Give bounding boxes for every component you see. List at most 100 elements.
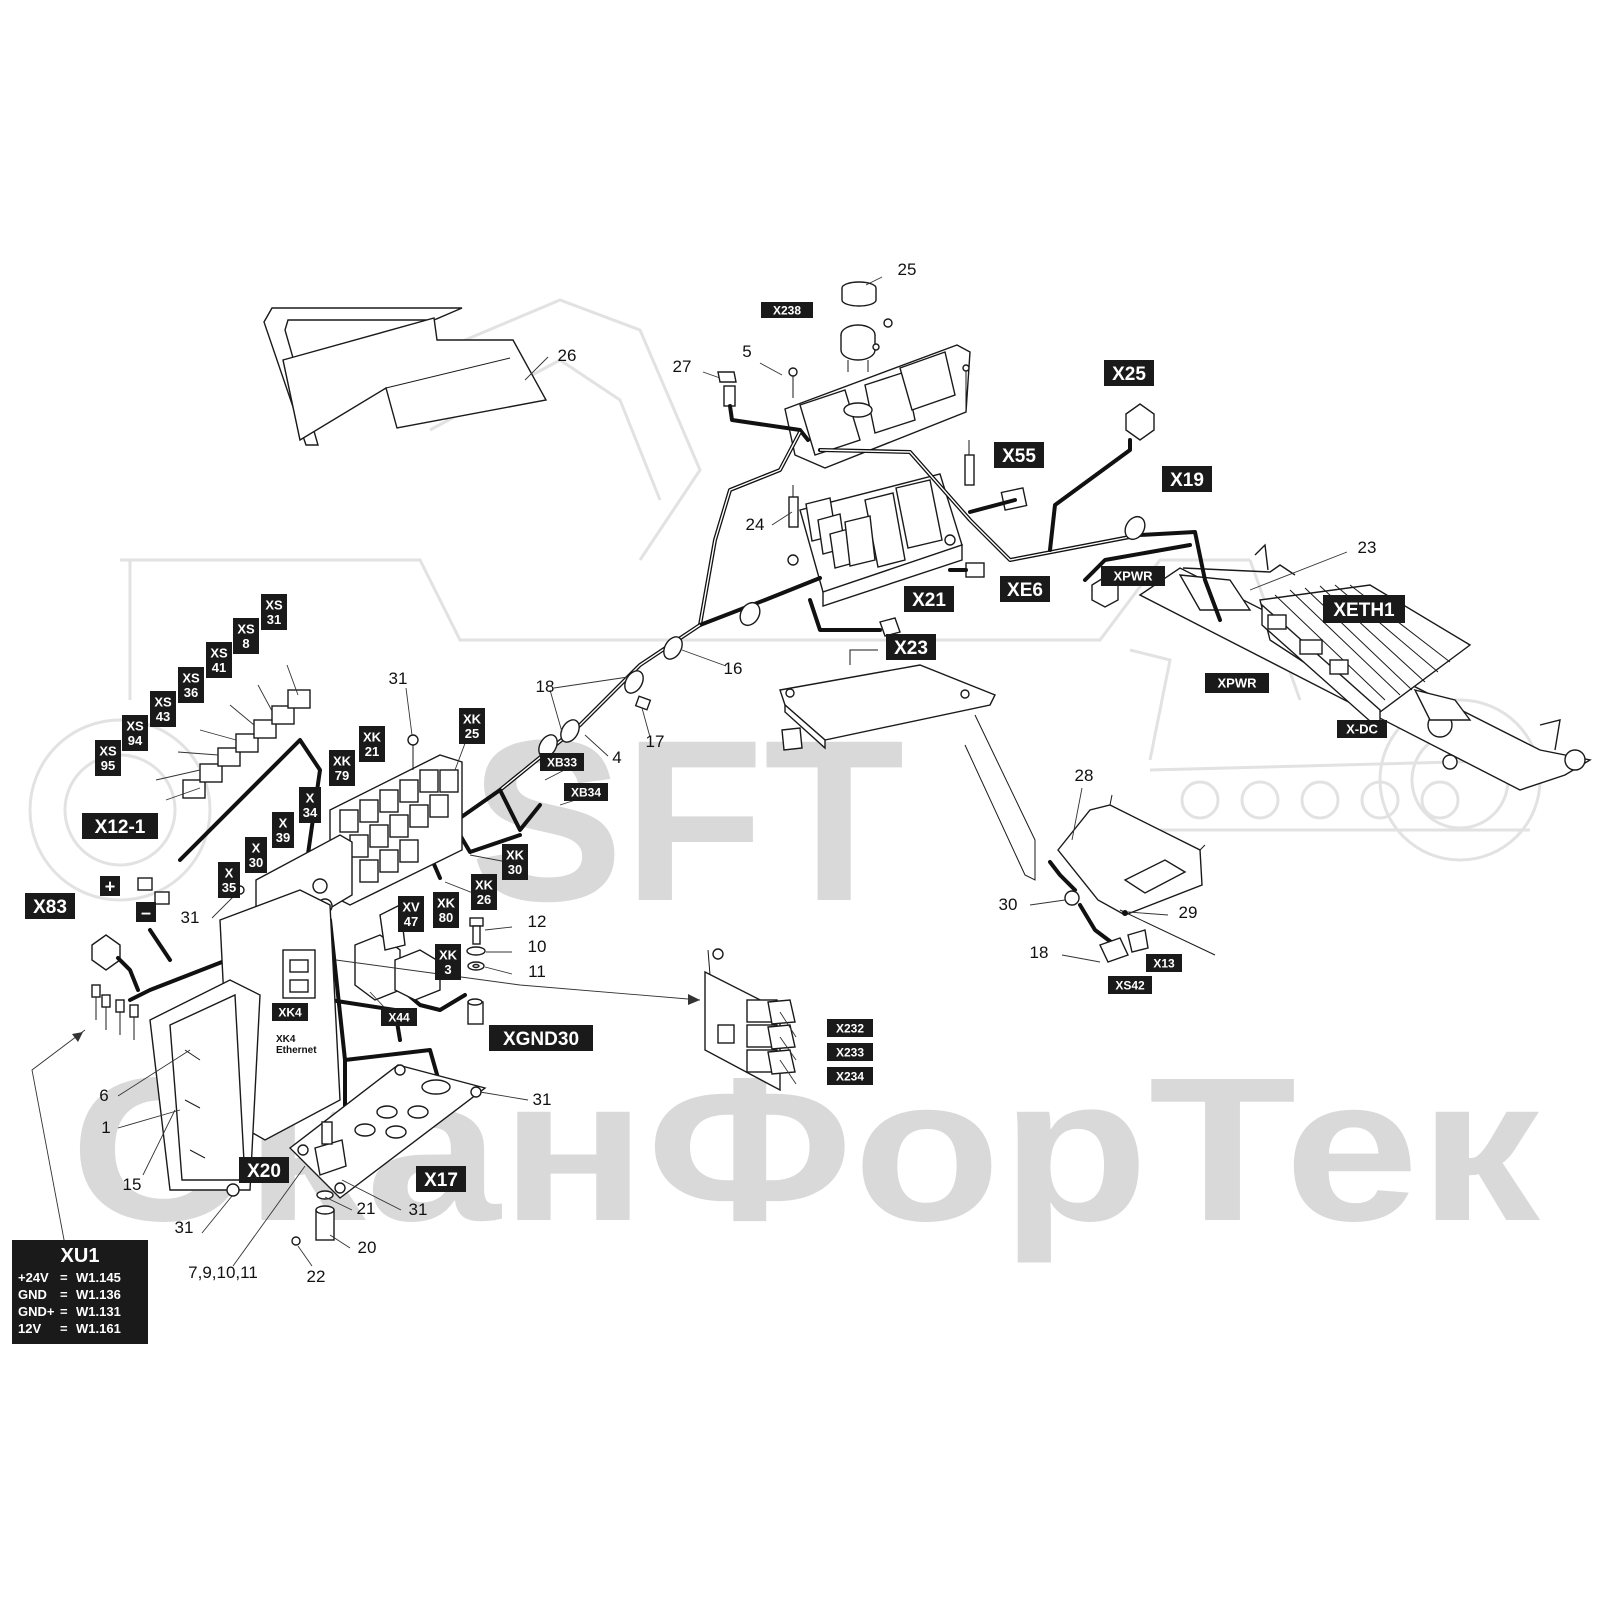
tag-label: XV (402, 900, 420, 915)
tag-label: XS (182, 671, 200, 686)
tag-x12-1: X12-1 (82, 813, 158, 839)
xu1-terminals (137, 877, 170, 905)
tag-box (540, 753, 584, 771)
tag-x232: X232 (827, 1019, 873, 1037)
xu1-row-right: W1.161 (76, 1321, 121, 1336)
part-number-label: 18 (1030, 943, 1049, 962)
tag-label: XETH1 (1333, 600, 1395, 621)
tag-xu1-minus: – (136, 902, 156, 922)
tag-label: XK (475, 878, 494, 893)
tag-label: X44 (388, 1010, 410, 1024)
tag-label: XK (437, 896, 456, 911)
tag-x13: X13 (1146, 954, 1182, 972)
xs-connector-row (182, 689, 311, 799)
tag-label: + (105, 876, 116, 896)
tag-box (827, 1043, 873, 1061)
tag-xs8: XS8 (233, 618, 259, 654)
tag-box (1323, 595, 1405, 623)
cover-plate (784, 344, 971, 469)
tag-label: 25 (465, 726, 479, 741)
tag-box (272, 812, 294, 848)
tag-box (761, 302, 813, 318)
xu1-pinout-table: XU1 +24V=W1.145GND=W1.136GND+=W1.13112V=… (12, 1240, 148, 1344)
tag-box (1101, 566, 1165, 586)
tag-x19: X19 (1162, 466, 1212, 492)
tag-box (82, 813, 158, 839)
part-number-label: 25 (898, 260, 917, 279)
tag-box (904, 586, 954, 612)
xu1-title: XU1 (61, 1245, 100, 1267)
tag-label: X55 (1002, 446, 1036, 467)
tag-box (206, 642, 232, 678)
part-number-label: 4 (612, 748, 621, 767)
xu1-table-bg (12, 1240, 148, 1344)
tag-box (329, 750, 355, 786)
tag-label: X234 (836, 1069, 864, 1083)
tag-label: 79 (335, 768, 349, 783)
bolt-stack (466, 917, 486, 1025)
tag-xpwr-2: XPWR (1205, 673, 1269, 693)
part-number-label: 31 (389, 669, 408, 688)
tag-x23: X23 (886, 634, 936, 660)
tag-label: 8 (242, 636, 249, 651)
part-number-label: 30 (999, 895, 1018, 914)
tag-box (471, 874, 497, 910)
part-number-label: 12 (528, 912, 547, 931)
part-number-label: 22 (307, 1267, 326, 1286)
tag-box (416, 1166, 466, 1192)
xu1-row-left: GND+ (18, 1304, 55, 1319)
bracket-x23 (779, 649, 996, 751)
tag-xeth1: XETH1 (1323, 595, 1405, 623)
part-24-standoff (788, 440, 975, 528)
part-number-label: 28 (1075, 766, 1094, 785)
tag-label: 3 (444, 962, 451, 977)
tag-label: 30 (508, 862, 522, 877)
xu1-row-right: W1.136 (76, 1287, 121, 1302)
tag-label: X (225, 866, 234, 881)
part-number-label: 18 (536, 677, 555, 696)
tag-label: 41 (212, 660, 226, 675)
tag-label: XB34 (571, 785, 601, 799)
controller-xeth1 (1138, 543, 1592, 791)
xk4-note-line1: XK4 (276, 1034, 296, 1045)
tag-box (261, 594, 287, 630)
connector-plate-x232 (704, 948, 796, 1092)
part-number-label: 7,9,10,11 (188, 1263, 258, 1282)
part-27-connector (717, 371, 810, 442)
tag-box (827, 1067, 873, 1085)
xu1-rows: +24V=W1.145GND=W1.136GND+=W1.13112V=W1.1… (18, 1270, 121, 1336)
tag-x234: X234 (827, 1067, 873, 1085)
tag-label: XS (154, 695, 172, 710)
tag-xk4: XK4 (272, 1003, 308, 1021)
tag-label: X17 (424, 1170, 458, 1191)
part-number-label: 24 (746, 515, 765, 534)
part-26-cab-panel (263, 307, 548, 446)
tag-label: XS42 (1115, 978, 1145, 992)
tag-box (435, 944, 461, 980)
tag-x30: X30 (245, 837, 267, 873)
xu1-row-eq: = (60, 1287, 68, 1302)
tag-box (1162, 466, 1212, 492)
tag-box (398, 896, 424, 932)
relay-box-center (787, 473, 1028, 607)
tag-box (178, 667, 204, 703)
xu1-row-eq: = (60, 1304, 68, 1319)
tag-label: X (306, 791, 315, 806)
tag-box (459, 708, 485, 744)
part-number-label: 29 (1179, 903, 1198, 922)
tag-box (95, 740, 121, 776)
tag-label: 39 (276, 830, 290, 845)
relay-block-left (329, 734, 463, 906)
tag-box (433, 892, 459, 928)
tag-box (136, 902, 156, 922)
tag-box (1000, 576, 1050, 602)
tag-box (1205, 673, 1269, 693)
